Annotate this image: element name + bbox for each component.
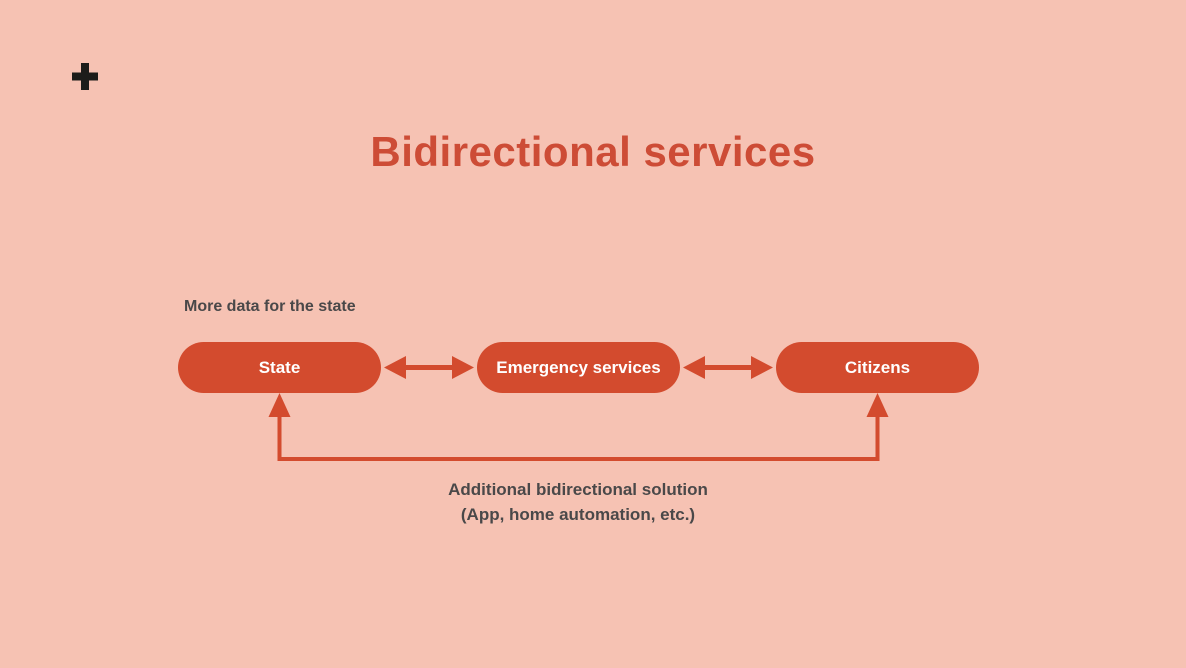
double-arrow-state-emergency (384, 356, 474, 379)
slide-title: Bidirectional services (370, 128, 816, 175)
arrowhead-left-icon (384, 356, 406, 379)
arrowhead-up-state-icon (268, 393, 291, 417)
node-emergency-services: Emergency services (477, 342, 680, 393)
loop-label-line1: Additional bidirectional solution (448, 480, 708, 499)
arrowhead-up-citizens-icon (866, 393, 889, 417)
arrowhead-right-icon (452, 356, 474, 379)
node-citizens: Citizens (776, 342, 979, 393)
loop-arrow-state-citizens (268, 393, 889, 461)
arrowhead-left-icon (683, 356, 705, 379)
node-state: State (178, 342, 381, 393)
plus-icon (72, 63, 98, 90)
arrowhead-right-icon (751, 356, 773, 379)
annotation-more-data: More data for the state (184, 298, 356, 315)
double-arrow-emergency-citizens (683, 356, 773, 379)
loop-label-line2: (App, home automation, etc.) (460, 505, 696, 524)
loop-label: Additional bidirectional solution (App, … (278, 477, 878, 527)
